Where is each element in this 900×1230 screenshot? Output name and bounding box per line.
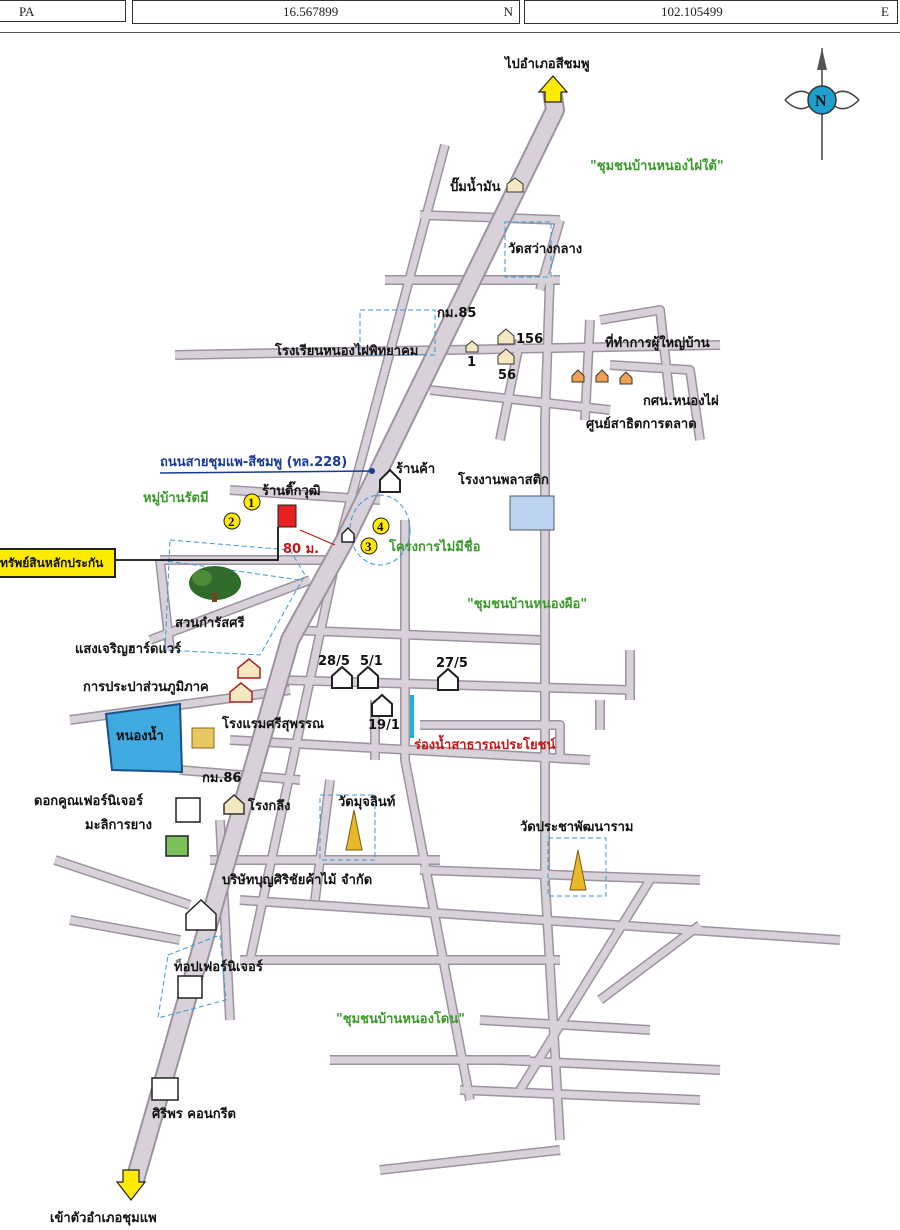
- house-156-icon: [497, 328, 515, 345]
- mill-label: โรงกลึง: [247, 797, 291, 814]
- markers: 1 2 3 4: [223, 493, 390, 555]
- house-27-5-icon: [437, 667, 459, 691]
- garden-label: สวนกำรัสศรี: [175, 615, 244, 631]
- waterworks-icon: [229, 682, 253, 703]
- highway-label: ถนนสายชุมแพ-สีชมพู (ทล.228): [160, 454, 347, 470]
- map-labels: ไปอำเภอสีชมพู "ชุมชนบ้านหนองไผ่ใต้" ปั๊ม…: [34, 55, 724, 1226]
- longitude-unit: E: [881, 4, 889, 19]
- latitude-unit: N: [503, 4, 513, 19]
- house-156-label: 156: [516, 332, 543, 347]
- siriporn-label: ศิริพร คอนกรีต: [152, 1106, 236, 1122]
- school-label: โรงเรียนหนองไผ่พิทยาคม: [274, 342, 418, 359]
- house-1-icon: [465, 340, 479, 353]
- wat-sawang-label: วัดสว่างกลาง: [508, 242, 582, 257]
- wat-pracha-label: วัดประชาพัฒนาราม: [520, 820, 633, 835]
- hotel-label: โรงแรมศรีสุพรรณ: [221, 715, 324, 732]
- nameless-project-label: โครงการไม่มีชื่อ: [388, 537, 480, 555]
- marker-3: 3: [365, 539, 372, 554]
- furniture-dok-icon: [175, 797, 201, 823]
- ksn-label: กศน.หนองไผ่: [643, 392, 719, 409]
- marker-4: 4: [377, 519, 384, 534]
- hardware-icon: [237, 658, 261, 679]
- house-5-1-icon: [357, 665, 379, 689]
- pa-cell: PA: [0, 0, 126, 22]
- waterworks-label: การประปาส่วนภูมิภาค: [83, 680, 209, 695]
- latitude-value: 16.567899: [283, 4, 339, 19]
- market-center-label: ศูนย์สาธิตการตลาด: [586, 416, 697, 432]
- km85-label: กม.85: [437, 306, 476, 321]
- top-furniture-label: ท็อปเฟอร์นิเจอร์: [174, 957, 263, 975]
- house-19-1-label: 19/1: [368, 718, 400, 733]
- south-arrow-icon: [115, 1169, 147, 1201]
- wat-mu-icon: [345, 809, 363, 851]
- collateral-label: ทรัพย์สินหลักประกัน: [0, 556, 104, 570]
- market-center-icon: [619, 371, 633, 385]
- house-28-5-icon: [331, 665, 353, 689]
- shop-label: ร้านค้า: [396, 461, 435, 477]
- community-south-label: "ชุมชนบ้านหนองโดน": [336, 1010, 465, 1027]
- house-1-label: 1: [467, 355, 476, 370]
- shop-house-icon: [379, 468, 401, 493]
- community-north-label: "ชุมชนบ้านหนองไผ่ใต้": [590, 157, 724, 174]
- small-house-icon: [341, 526, 355, 543]
- hardware-label: แสงเจริญฮาร์ดแวร์: [75, 641, 181, 657]
- collateral-property: [115, 504, 336, 561]
- km86-label: กม.86: [202, 771, 241, 786]
- wat-pracha-icon: [569, 849, 587, 891]
- to-south-label: เข้าตัวอำเภอชุมแพ: [50, 1210, 157, 1226]
- plastic-factory-label: โรงงานพลาสติก: [457, 471, 549, 488]
- hotel-icon: [191, 727, 215, 749]
- mali-rubber-icon: [165, 835, 189, 857]
- coordinate-header: PA 16.567899 N 102.105499 E: [0, 0, 900, 38]
- plastic-factory-icon: [509, 495, 555, 531]
- house-5-1-label: 5/1: [360, 654, 383, 669]
- header-rule: [0, 32, 900, 33]
- longitude-value: 102.105499: [661, 4, 723, 19]
- furniture-dok-label: ดอกคูณเฟอร์นิเจอร์: [34, 793, 143, 809]
- zones: [157, 221, 607, 1019]
- timber-co-icon: [185, 898, 217, 931]
- collateral-label-box: ทรัพย์สินหลักประกัน: [0, 548, 116, 578]
- community-mid-label: "ชุมชนบ้านหนองผือ": [467, 596, 587, 612]
- siriporn-icon: [151, 1077, 179, 1101]
- top-furniture-icon: [177, 975, 203, 999]
- shop-dikwut-label: ร้านดิ๊กวุฒิ: [262, 481, 321, 499]
- village-head-icon: [571, 369, 585, 383]
- house-28-5-label: 28/5: [318, 654, 350, 669]
- mill-icon: [223, 793, 245, 815]
- ksn-icon: [595, 369, 609, 383]
- compass-icon: N: [784, 48, 860, 160]
- pa-label: PA: [19, 4, 35, 19]
- timber-co-label: บริษัทบุญศิริชัยค้าไม้ จำกัด: [222, 871, 372, 888]
- garden-icon: [189, 566, 241, 602]
- buildings: [151, 177, 633, 1101]
- house-56-label: 56: [498, 368, 516, 383]
- pond: หนองน้ำ: [104, 702, 184, 774]
- compass-letter: N: [815, 93, 827, 110]
- canal-label: ร่องน้ำสาธารณประโยชน์: [414, 734, 556, 753]
- marker-1: 1: [248, 495, 255, 510]
- gas-station-icon: [506, 177, 524, 193]
- marker-2: 2: [228, 514, 235, 529]
- house-19-1-icon: [371, 693, 393, 717]
- pond-label: หนองน้ำ: [116, 725, 164, 744]
- wat-mu-label: วัดมุจลินท์: [338, 794, 395, 810]
- distance-label: 80 ม.: [283, 542, 319, 557]
- house-56-icon: [497, 348, 515, 365]
- mali-rubber-label: มะลิการยาง: [85, 818, 152, 833]
- gas-station-label: ปั๊มน้ำมัน: [450, 176, 501, 195]
- house-27-5-label: 27/5: [436, 656, 468, 671]
- village-head-label: ที่ทำการผู้ใหญ่บ้าน: [605, 333, 710, 351]
- latitude-cell: 16.567899 N: [132, 0, 520, 24]
- to-north-label: ไปอำเภอสีชมพู: [503, 55, 590, 72]
- village-rattami-label: หมู่บ้านรัตมี: [143, 490, 209, 506]
- longitude-cell: 102.105499 E: [524, 0, 898, 24]
- north-arrow-icon: [537, 75, 569, 103]
